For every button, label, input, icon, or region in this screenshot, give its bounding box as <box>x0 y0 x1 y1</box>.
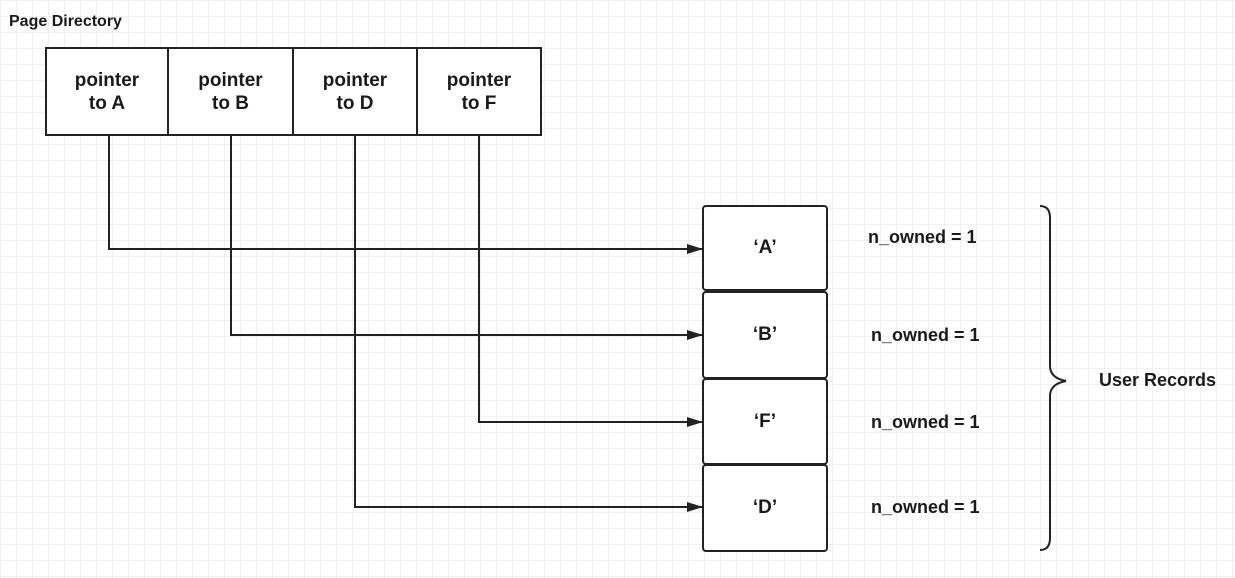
user-records-label: User Records <box>1099 370 1217 390</box>
pointer-arrow-a <box>108 136 703 254</box>
directory-slot-f: pointer to F <box>446 69 512 114</box>
pointer-arrows <box>108 136 703 512</box>
diagram-title: Page Directory <box>9 13 122 30</box>
directory-slot-d: pointer to D <box>294 49 418 134</box>
record-a: ‘A’ <box>702 205 828 291</box>
record-d-n-owned: n_owned = 1 <box>871 497 980 517</box>
record-b: ‘B’ <box>702 291 828 379</box>
directory-slot-b: pointer to B <box>169 49 294 134</box>
pointer-arrow-d <box>354 136 703 512</box>
record-b-n-owned: n_owned = 1 <box>871 325 980 345</box>
record-d: ‘D’ <box>702 464 828 552</box>
record-f: ‘F’ <box>702 378 828 465</box>
record-a-n-owned: n_owned = 1 <box>868 227 977 247</box>
pointer-arrow-f <box>478 136 703 427</box>
page-directory-table: pointer to A pointer to B pointer to D p… <box>45 47 542 136</box>
directory-slot-a: pointer to A <box>47 49 169 134</box>
record-f-n-owned: n_owned = 1 <box>871 412 980 432</box>
pointer-arrow-b <box>230 136 703 340</box>
user-records-brace <box>1039 205 1067 551</box>
